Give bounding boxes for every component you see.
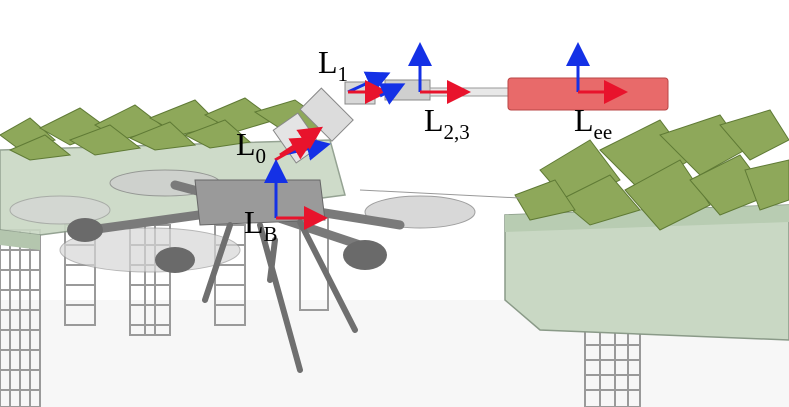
frame-label-lee-sub: ee	[593, 120, 613, 144]
frame-label-l1: L1	[318, 46, 348, 85]
frame-label-lee: Lee	[574, 104, 612, 143]
frame-label-l1-sub: 1	[337, 62, 349, 86]
tether-line	[359, 189, 521, 199]
drone	[9, 169, 476, 373]
frame-l23-axes	[378, 42, 471, 105]
frame-label-lb: LB	[244, 206, 278, 245]
frame-label-l0-main: L	[236, 126, 256, 162]
end-effector	[507, 77, 669, 111]
frame-label-lb-sub: B	[263, 222, 278, 246]
frame-label-l0: L0	[236, 128, 266, 167]
frame-label-l23: L2,3	[424, 104, 470, 143]
frame-label-l0-sub: 0	[255, 144, 267, 168]
frame-label-lb-main: L	[244, 204, 264, 240]
frame-label-l1-main: L	[318, 44, 338, 80]
frame-l0-axes	[274, 126, 331, 162]
frame-label-l23-main: L	[424, 102, 444, 138]
frame-label-lee-main: L	[574, 102, 594, 138]
frame-lb-axes	[264, 159, 328, 230]
frame-label-l23-sub: 2,3	[443, 120, 470, 144]
right-planter-bed	[504, 109, 789, 407]
frame-l1-axes	[347, 71, 391, 104]
frame-lee-axes	[566, 42, 628, 104]
